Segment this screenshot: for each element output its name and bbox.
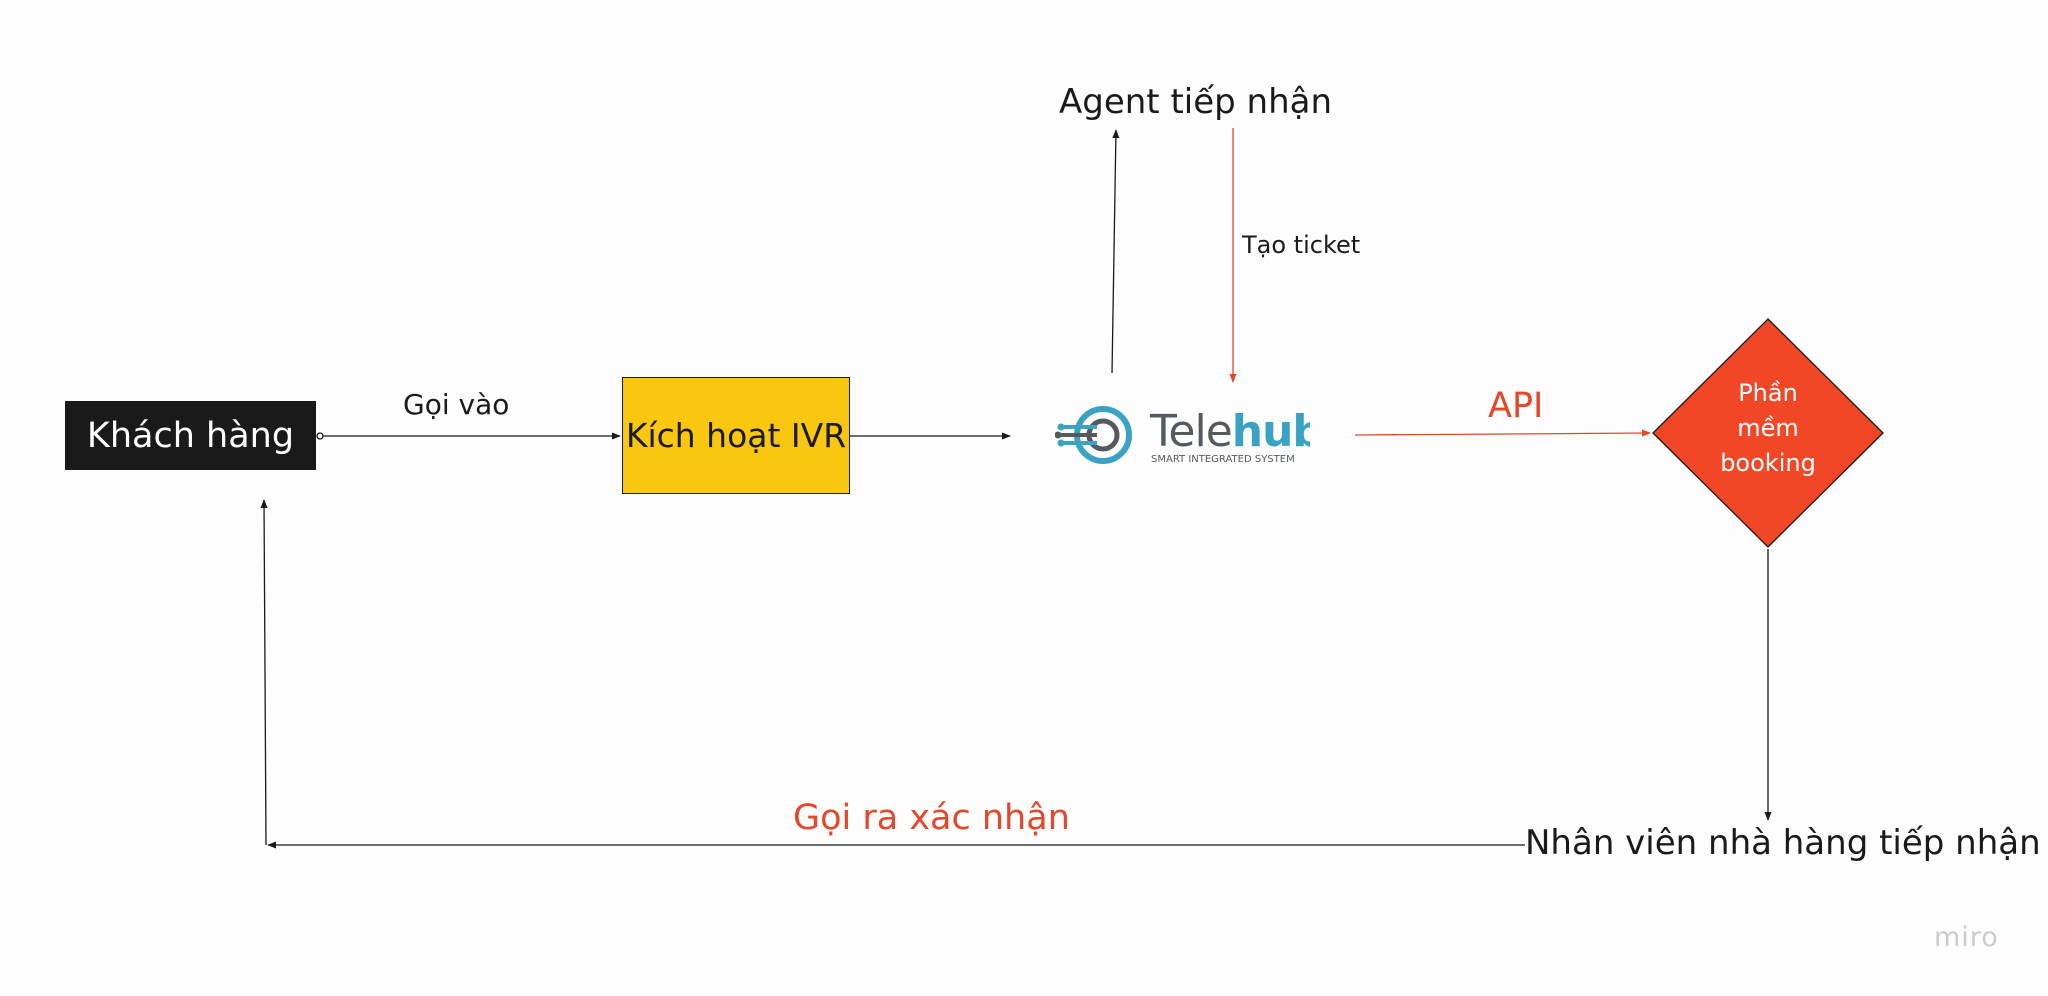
ivr-label: Kích hoạt IVR: [625, 416, 847, 455]
staff-node[interactable]: Nhân viên nhà hàng tiếp nhận: [1525, 823, 2041, 863]
telehub-mark-icon: [1055, 406, 1132, 464]
api-label: API: [1488, 386, 1544, 426]
edge-start-dot: [316, 432, 324, 440]
call-in-label: Gọi vào: [403, 388, 510, 421]
miro-watermark: miro: [1934, 922, 1999, 953]
booking-node[interactable]: Phần mềm booking: [1652, 318, 1884, 548]
booking-diamond-shape: [1652, 318, 1884, 548]
edge-api: [1354, 429, 1651, 437]
call-back-label: Gọi ra xác nhận: [793, 798, 1070, 838]
svg-text:Telehub: Telehub: [1149, 406, 1310, 457]
logo-name-part1: Tele: [1149, 406, 1232, 457]
ivr-node[interactable]: Kích hoạt IVR: [622, 377, 850, 494]
create-ticket-label: Tạo ticket: [1242, 231, 1361, 259]
telehub-logo: Telehub SMART INTEGRATED SYSTEM: [1055, 406, 1310, 465]
edge-telehub-to-agent: [1111, 129, 1120, 374]
logo-name-part2: hub: [1232, 406, 1310, 457]
edge-call-back-vertical: [260, 499, 268, 846]
customer-label: Khách hàng: [86, 415, 295, 456]
logo-tagline: SMART INTEGRATED SYSTEM: [1151, 454, 1295, 465]
customer-node[interactable]: Khách hàng: [65, 401, 316, 470]
agent-node[interactable]: Agent tiếp nhận: [1059, 82, 1333, 122]
booking-label: Phần mềm booking: [1720, 379, 1816, 476]
